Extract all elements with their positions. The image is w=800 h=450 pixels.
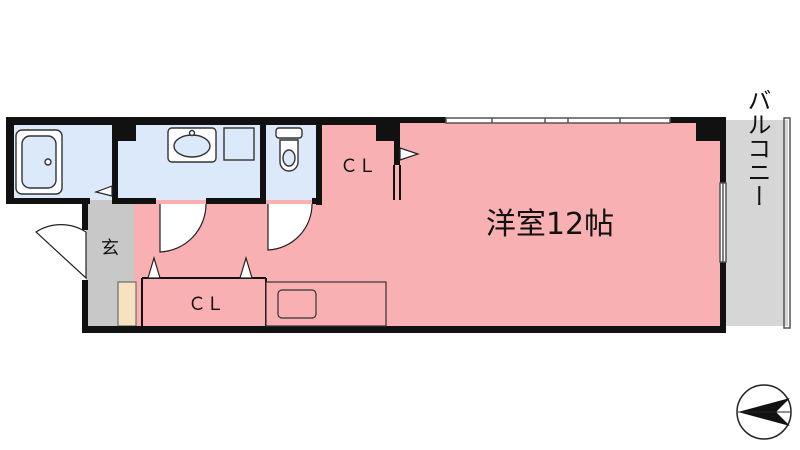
bathtub-icon xyxy=(15,129,63,195)
balcony-rail xyxy=(783,117,791,329)
entrance-label: 玄 xyxy=(101,238,119,259)
washbasin-icon xyxy=(167,127,255,163)
toilet-icon xyxy=(275,127,303,172)
walls xyxy=(6,117,726,333)
closet-lower-label: ＣＬ xyxy=(188,294,224,315)
doors xyxy=(35,147,420,280)
balcony-label: バルコニー xyxy=(743,88,771,208)
balcony-area xyxy=(726,120,788,326)
closet-upper-label: ＣＬ xyxy=(340,156,376,177)
main-room-label: 洋室12帖 xyxy=(486,207,614,242)
balcony-door xyxy=(719,182,727,263)
closet-lower-area xyxy=(145,282,265,326)
kitchen-counter xyxy=(265,281,387,327)
shoe-box xyxy=(117,281,137,327)
north-arrow-icon xyxy=(736,384,792,440)
top-windows xyxy=(445,117,671,124)
